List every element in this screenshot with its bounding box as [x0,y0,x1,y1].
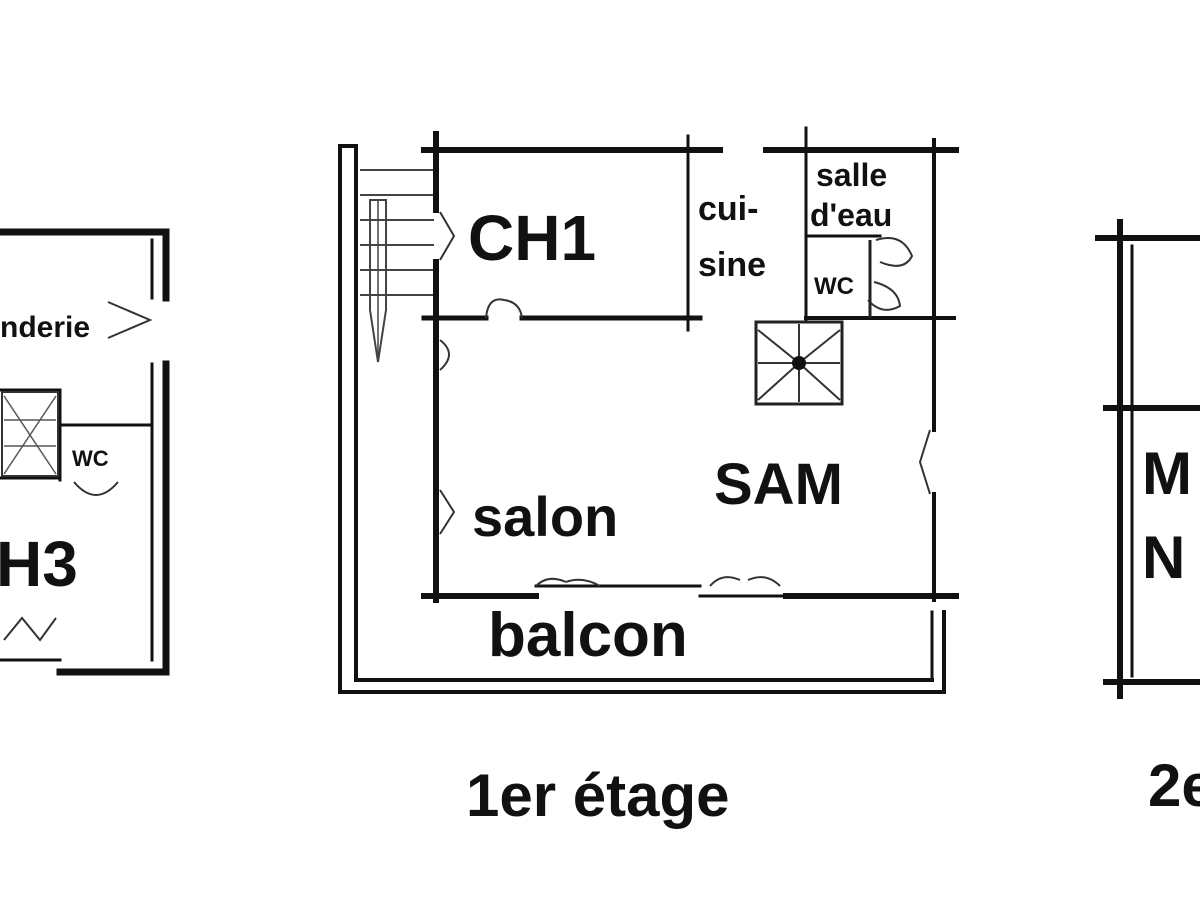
left-plan-door-swing [107,301,153,339]
kitchen-label-line1: cui- [698,190,758,228]
center-plan-door-swing [439,339,450,371]
left-plan-bedroom-label: H3 [0,528,78,600]
ch1-label: CH1 [468,202,596,274]
left-plan-wc-label: WC [72,446,109,471]
center-plan-door-swing [918,429,931,495]
left-plan-stair [1,391,59,477]
left-plan-door-swing [73,481,119,496]
center-plan-staircase [360,169,434,363]
floor-caption-2e: 2e [1148,752,1200,819]
left-floor-plan: nderie WC H3 [0,228,170,676]
center-plan-door-swing [485,298,523,319]
shower-room-label-line1: salle [816,157,887,193]
balcony-label: balcon [488,601,688,670]
sam-label: SAM [714,452,843,517]
wc-label: WC [814,273,854,300]
center-plan-door-swing [867,281,902,311]
right-floor-plan: M N 2e [1095,219,1200,819]
floor-caption-1er: 1er étage [466,762,730,829]
left-plan-door-swing [3,616,57,642]
kitchen-label-line2: sine [698,246,766,284]
shower-room-label-line2: d'eau [810,197,892,233]
right-plan-label-line2: N [1142,524,1185,591]
left-plan-right-wall [56,360,170,676]
center-plan-door-swing [709,576,781,587]
right-plan-label-line1: M [1142,440,1192,507]
center-plan-door-swing [439,489,456,535]
salon-label: salon [472,485,618,548]
center-plan-door-swing [439,211,456,261]
center-plan-door-swing [875,237,914,267]
left-plan-outer-wall [0,228,170,302]
center-plan-door-swing [535,577,601,587]
center-plan-spiral-stair [754,320,844,406]
center-floor-plan: CH1 cui- sine salle d'eau WC SAM salon b… [338,126,959,829]
left-plan-stair-lines [3,395,57,475]
left-plan-laundry-label: nderie [0,311,90,344]
